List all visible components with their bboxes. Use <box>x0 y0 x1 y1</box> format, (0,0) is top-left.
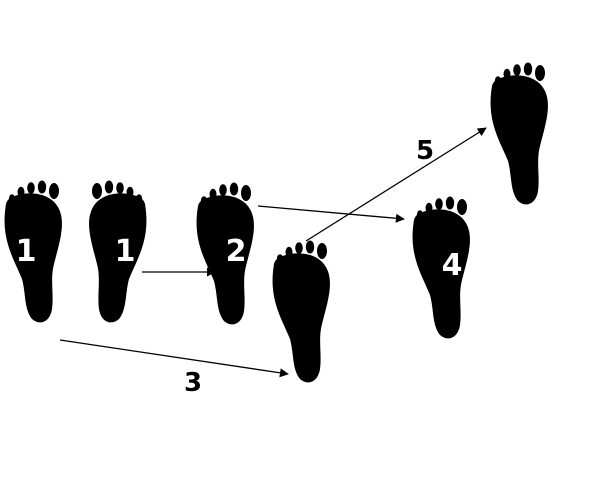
step-label: 1 <box>115 234 136 269</box>
left-foot-step-4: 4 <box>412 196 470 339</box>
right-foot-step-3 <box>272 240 330 383</box>
step-label: 1 <box>16 234 37 269</box>
arrow-label: 5 <box>416 136 434 166</box>
step-label: 4 <box>442 248 463 283</box>
step-label: 2 <box>226 234 247 269</box>
arrow-to-3: 3 <box>59 339 289 398</box>
arrow-to-4 <box>257 205 405 223</box>
left-foot-step-2: 2 <box>196 182 254 325</box>
right-foot-start: 1 <box>89 181 146 323</box>
right-foot-step-5 <box>490 62 548 205</box>
left-foot-start: 1 <box>4 180 62 323</box>
arrow-to-5: 5 <box>305 127 487 242</box>
arrow-label: 3 <box>184 368 202 398</box>
